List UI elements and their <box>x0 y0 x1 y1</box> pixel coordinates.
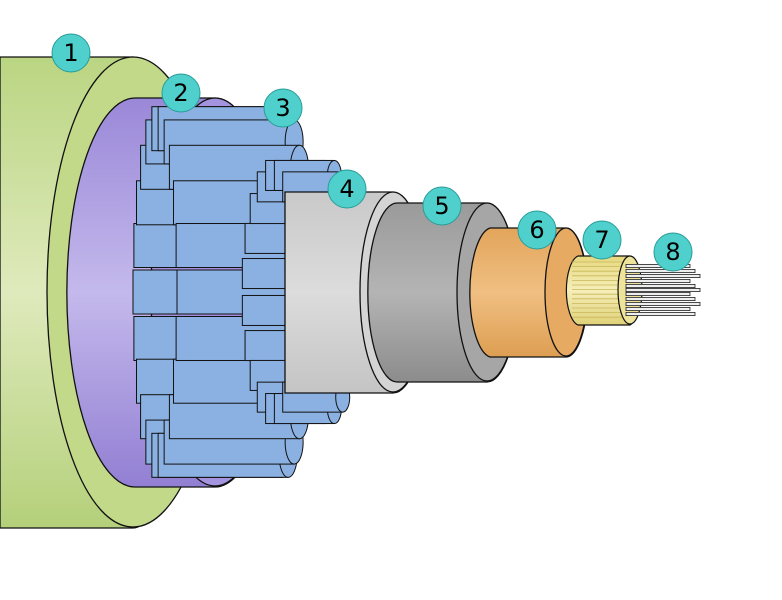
callout-1-circle <box>51 33 91 73</box>
callout-5-label: 5 <box>434 192 449 220</box>
optical-fiber <box>625 268 696 273</box>
optical-fiber <box>625 301 701 306</box>
optical-fiber <box>625 306 691 311</box>
optical-fiber-strand <box>625 311 696 316</box>
optical-fiber <box>625 278 691 283</box>
optical-fiber <box>625 296 696 301</box>
callout-6: 6 <box>517 210 557 250</box>
callout-4-label: 4 <box>339 175 354 203</box>
callout-3: 3 <box>263 88 303 128</box>
callout-1: 1 <box>51 33 91 73</box>
callout-6-circle <box>517 210 557 250</box>
callout-5-circle <box>422 186 462 226</box>
callout-2-circle <box>161 73 201 113</box>
callout-7-circle <box>582 220 622 260</box>
optical-fiber-strand <box>625 268 696 273</box>
optical-fiber-strand <box>625 287 701 292</box>
optical-fiber-strand <box>625 306 691 311</box>
optical-fiber-strand <box>625 301 701 306</box>
optical-fibers-layer <box>625 263 701 316</box>
optical-fiber-strand <box>625 283 696 288</box>
optical-fiber <box>625 311 696 316</box>
callout-1-label: 1 <box>63 39 78 67</box>
callout-7: 7 <box>582 220 622 260</box>
optical-fiber <box>625 287 701 292</box>
callout-2: 2 <box>161 73 201 113</box>
callout-2-label: 2 <box>173 79 188 107</box>
callout-8-label: 8 <box>665 238 680 266</box>
optical-fiber <box>625 273 701 278</box>
optical-fiber-strand <box>625 273 701 278</box>
callout-4: 4 <box>327 169 367 209</box>
callouts: 1 2 3 4 5 6 7 <box>51 33 693 272</box>
callout-7-label: 7 <box>594 226 609 254</box>
callout-6-label: 6 <box>529 216 544 244</box>
callout-8: 8 <box>653 232 693 272</box>
callout-4-circle <box>327 169 367 209</box>
optical-fiber-strand <box>625 296 696 301</box>
optical-fiber-strand <box>625 278 691 283</box>
optical-fiber <box>625 291 691 296</box>
callout-5: 5 <box>422 186 462 226</box>
callout-3-label: 3 <box>275 94 290 122</box>
callout-8-circle <box>653 232 693 272</box>
optical-fiber-strand <box>625 291 691 296</box>
callout-3-circle <box>263 88 303 128</box>
optical-fiber <box>625 283 696 288</box>
